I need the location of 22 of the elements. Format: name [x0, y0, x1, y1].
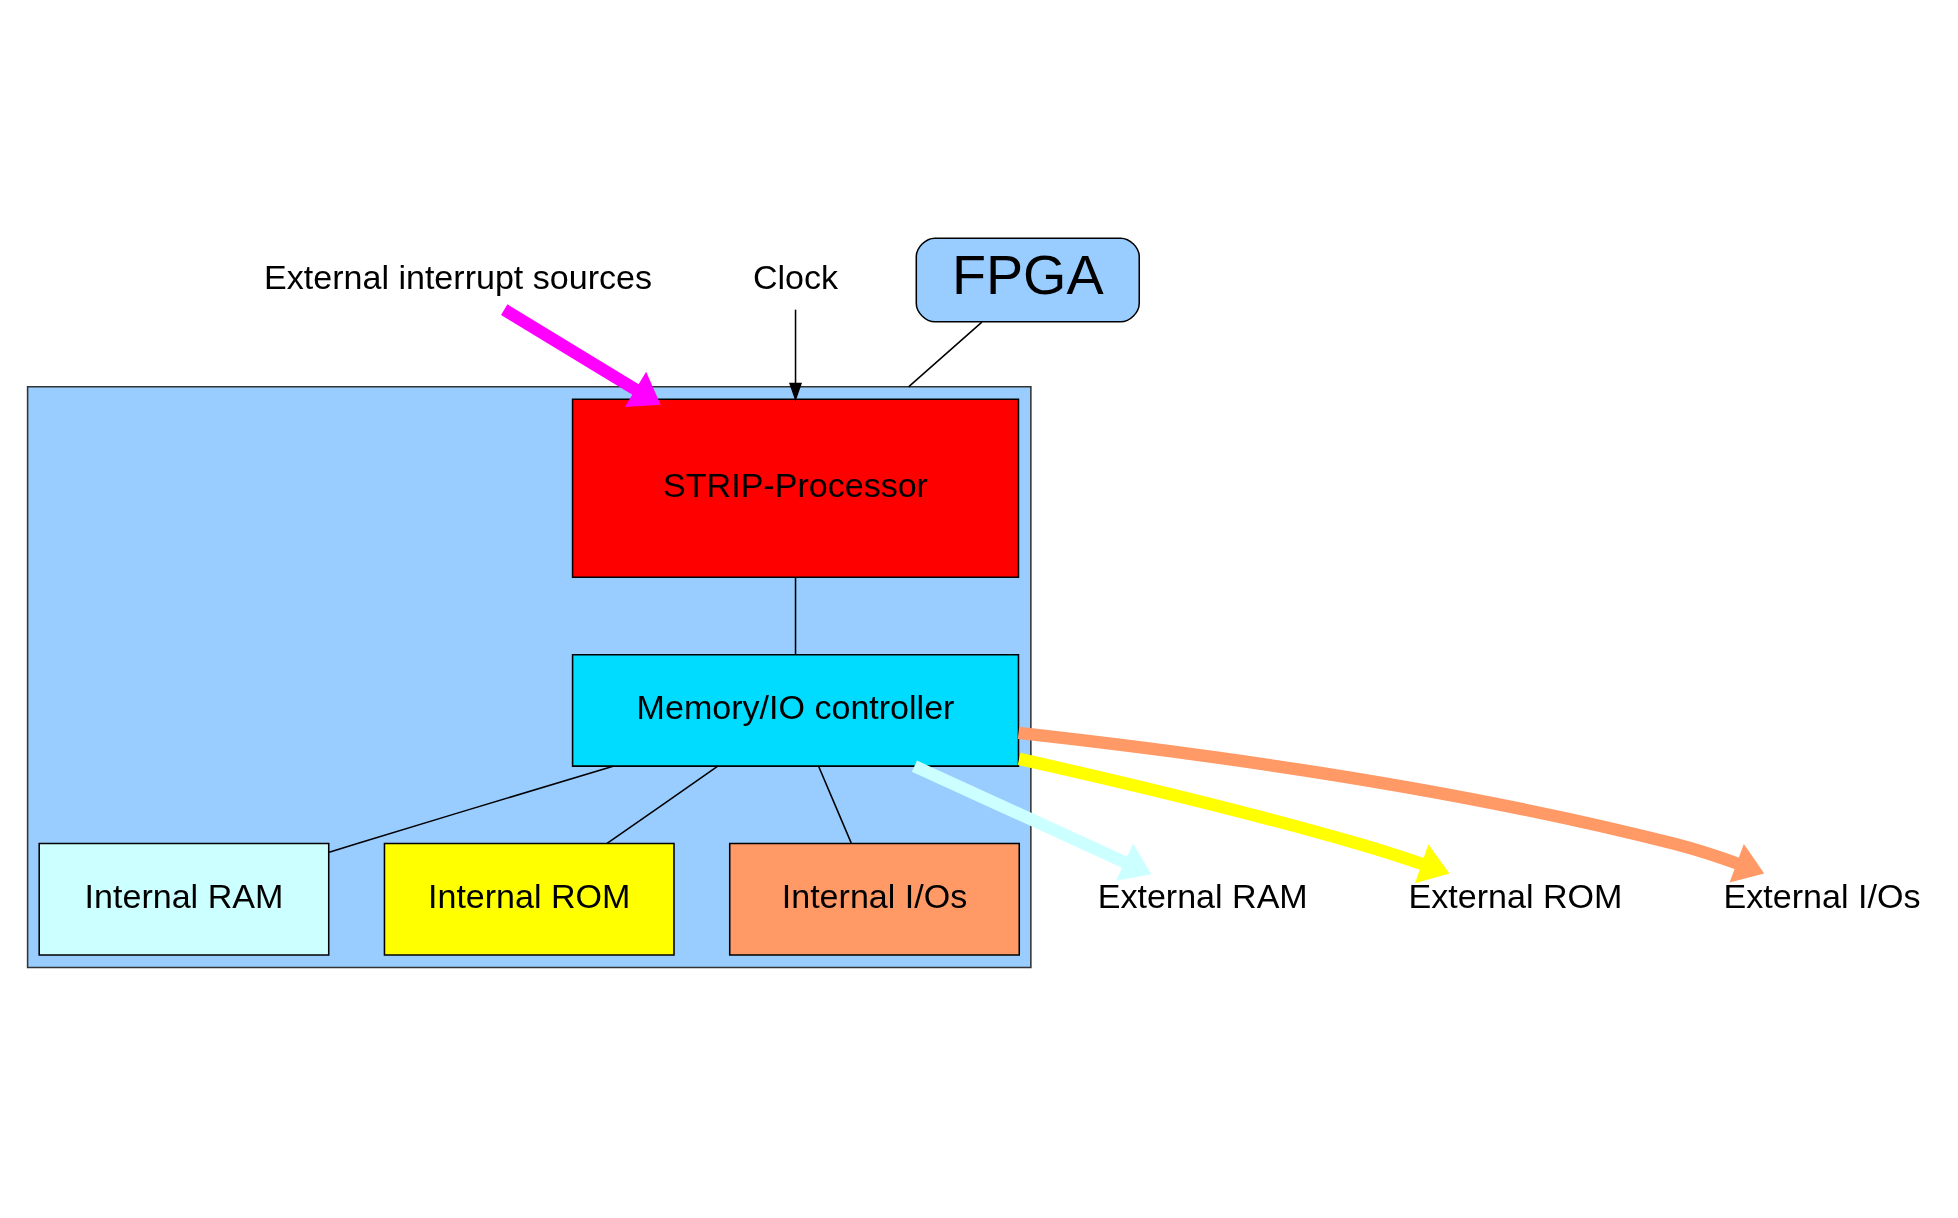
connector — [817, 765, 853, 844]
node-text: External I/Os — [1723, 876, 1921, 915]
node-text: External ROM — [1408, 876, 1623, 915]
node-box: Internal ROM — [383, 842, 675, 956]
arrow — [789, 308, 803, 402]
node-box: STRIP-Processor — [571, 398, 1020, 579]
arrow — [911, 760, 1152, 881]
connector — [907, 321, 983, 388]
node-box: Internal RAM — [38, 842, 330, 956]
connector — [328, 765, 614, 854]
node-text: External interrupt sources — [264, 257, 652, 296]
arrow — [501, 304, 661, 407]
arrow — [1017, 752, 1450, 884]
arrow — [1017, 726, 1765, 883]
node-text: External RAM — [1097, 876, 1308, 915]
cluster — [26, 386, 1032, 969]
node-box: FPGA — [915, 237, 1140, 323]
node-text: Clock — [752, 257, 839, 296]
node-box: Memory/IO controller — [571, 653, 1020, 767]
node-box: Internal I/Os — [728, 842, 1021, 956]
connector — [794, 576, 797, 656]
connector — [606, 765, 719, 845]
